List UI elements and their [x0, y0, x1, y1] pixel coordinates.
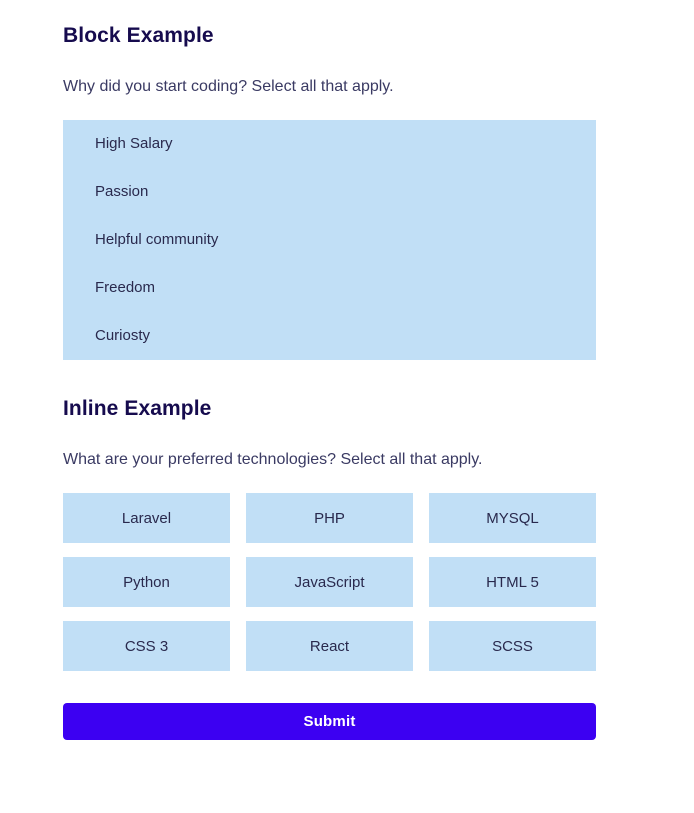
block-option-label: Freedom	[95, 279, 156, 296]
block-option-label: High Salary	[95, 135, 173, 152]
block-options-list: High Salary Passion Helpful community Fr…	[63, 120, 596, 360]
block-option-freedom[interactable]: Freedom	[63, 264, 596, 312]
inline-option-label: Laravel	[121, 509, 172, 527]
inline-option-php[interactable]: PHP	[246, 493, 413, 543]
block-option-passion[interactable]: Passion	[63, 168, 596, 216]
submit-button[interactable]: Submit	[63, 703, 596, 740]
block-option-helpful-community[interactable]: Helpful community	[63, 216, 596, 264]
block-section-title: Block Example	[63, 24, 214, 47]
inline-section-question: What are your preferred technologies? Se…	[63, 451, 483, 468]
submit-container: Submit	[63, 703, 596, 740]
list-item: JavaScript	[246, 557, 413, 607]
inline-option-label: Python	[123, 573, 170, 591]
inline-option-label: PHP	[314, 509, 345, 527]
list-item: SCSS	[429, 621, 596, 671]
inline-option-scss[interactable]: SCSS	[429, 621, 596, 671]
inline-section-title: Inline Example	[63, 397, 212, 420]
inline-option-javascript[interactable]: JavaScript	[246, 557, 413, 607]
inline-options-grid: Laravel PHP MYSQL Python JavaScript	[63, 493, 596, 671]
inline-option-label: CSS 3	[124, 637, 169, 655]
list-item: HTML 5	[429, 557, 596, 607]
inline-option-css-3[interactable]: CSS 3	[63, 621, 230, 671]
block-option-label: Helpful community	[95, 231, 219, 248]
inline-option-label: MYSQL	[486, 509, 539, 527]
list-item: Laravel	[63, 493, 230, 543]
list-item: MYSQL	[429, 493, 596, 543]
inline-option-label: JavaScript	[294, 573, 365, 591]
list-item: React	[246, 621, 413, 671]
list-item: Freedom	[63, 264, 596, 312]
inline-option-label: SCSS	[492, 637, 533, 655]
block-option-label: Passion	[95, 183, 149, 200]
list-item: Python	[63, 557, 230, 607]
list-item: Passion	[63, 168, 596, 216]
inline-option-mysql[interactable]: MYSQL	[429, 493, 596, 543]
block-section-question: Why did you start coding? Select all tha…	[63, 78, 394, 95]
inline-option-laravel[interactable]: Laravel	[63, 493, 230, 543]
list-item: CSS 3	[63, 621, 230, 671]
inline-option-label: HTML 5	[486, 573, 539, 591]
block-option-high-salary[interactable]: High Salary	[63, 120, 596, 168]
list-item: Helpful community	[63, 216, 596, 264]
inline-option-html-5[interactable]: HTML 5	[429, 557, 596, 607]
list-item: PHP	[246, 493, 413, 543]
section-spacer	[63, 360, 596, 395]
inline-option-react[interactable]: React	[246, 621, 413, 671]
block-option-label: Curiosty	[95, 327, 151, 344]
list-item: Curiosty	[63, 312, 596, 360]
inline-option-label: React	[309, 637, 350, 655]
list-item: High Salary	[63, 120, 596, 168]
inline-option-python[interactable]: Python	[63, 557, 230, 607]
block-option-curiosty[interactable]: Curiosty	[63, 312, 596, 360]
